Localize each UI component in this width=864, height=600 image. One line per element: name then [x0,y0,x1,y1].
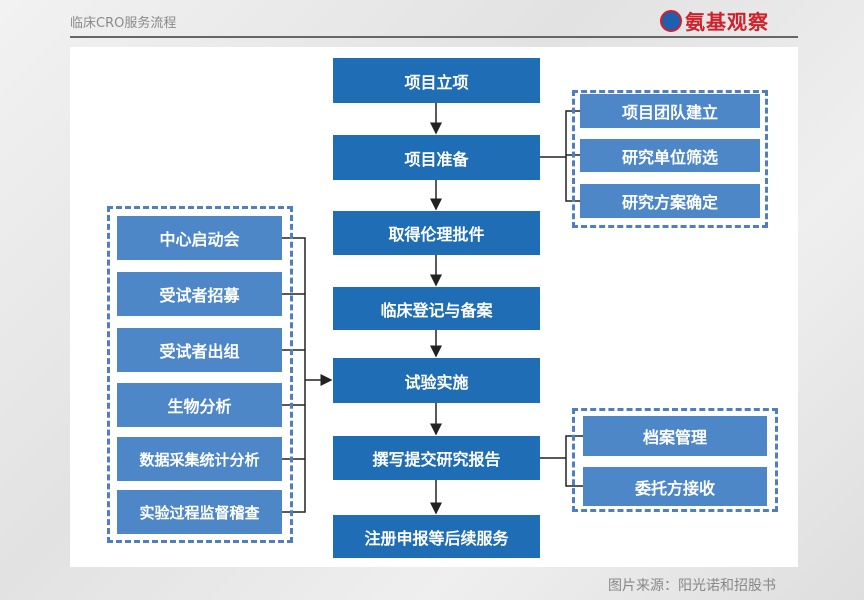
header-divider [70,36,798,38]
source-note: 图片来源：阳光诺和招股书 [608,578,776,594]
substep-kickoff: 中心启动会 [117,216,282,260]
page-title: 临床CRO服务流程 [70,16,177,31]
step-project-initiation: 项目立项 [333,58,540,103]
substep-recruitment: 受试者招募 [117,272,282,316]
substep-archive: 档案管理 [583,416,767,456]
substep-team: 项目团队建立 [580,94,760,128]
logo-text: 氨基观察 [685,10,769,34]
step-registration-services: 注册申报等后续服务 [333,515,540,558]
step-trial-implementation: 试验实施 [333,358,540,403]
step-report-submission: 撰写提交研究报告 [333,436,540,480]
step-ethics-approval: 取得伦理批件 [333,211,540,255]
substep-bioanalysis: 生物分析 [117,383,282,427]
logo-icon [660,9,682,32]
preparation-group [572,90,768,228]
substep-audit: 实验过程监督稽查 [117,490,282,534]
step-project-preparation: 项目准备 [333,135,540,180]
step-clinical-registration: 临床登记与备案 [333,287,540,330]
substep-site-selection: 研究单位筛选 [580,139,760,172]
implementation-group [107,206,293,543]
report-group [572,408,778,512]
substep-subject-exit: 受试者出组 [117,328,282,372]
logo: 氨基观察 [660,6,769,35]
substep-client-receipt: 委托方接收 [583,467,767,506]
substep-protocol: 研究方案确定 [580,184,760,218]
substep-data-analysis: 数据采集统计分析 [117,437,282,481]
